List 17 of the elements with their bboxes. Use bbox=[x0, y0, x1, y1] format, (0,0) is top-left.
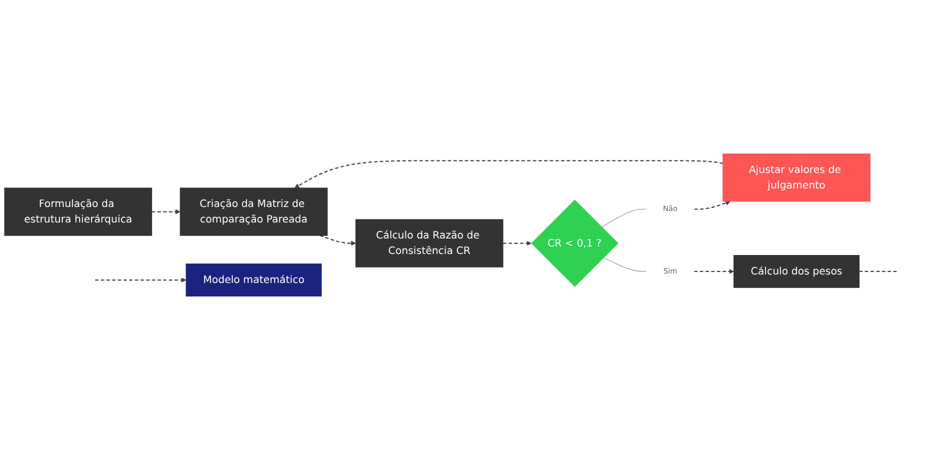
arrow bbox=[294, 160, 723, 188]
arrow bbox=[694, 268, 734, 274]
node-box: Modelo matemático bbox=[186, 264, 322, 296]
connector bbox=[601, 208, 646, 228]
arrow bbox=[694, 200, 730, 210]
arrow bbox=[503, 240, 532, 246]
arrow bbox=[320, 235, 356, 246]
node-box: Cálculo da Razão de Consistência CR bbox=[355, 219, 504, 268]
node-diamond: CR < 0,1 ? bbox=[531, 200, 618, 287]
node-box: Cálculo dos pesos bbox=[734, 255, 860, 288]
arrow bbox=[152, 209, 180, 214]
node-box: Ajustar valores de julgamento bbox=[722, 154, 870, 202]
arrow bbox=[95, 278, 186, 282]
connector bbox=[859, 270, 898, 272]
node-box: Formulação da estrutura hierárquica bbox=[4, 188, 152, 236]
connector bbox=[603, 257, 647, 272]
node-box: Criação da Matriz de comparação Pareada bbox=[180, 188, 328, 236]
